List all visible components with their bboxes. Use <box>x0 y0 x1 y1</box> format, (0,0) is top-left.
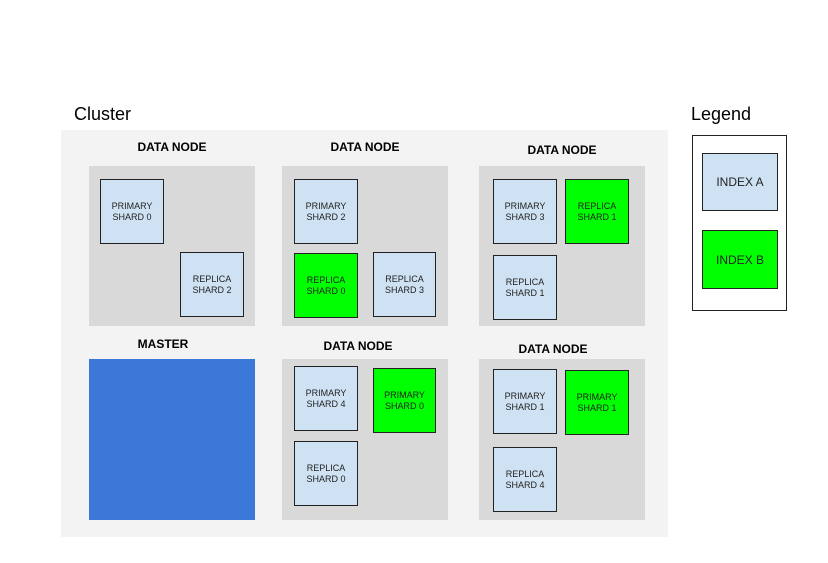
shard-box: PRIMARY SHARD 3 <box>493 179 557 244</box>
master-label: MASTER <box>137 337 189 351</box>
shard-box: PRIMARY SHARD 1 <box>565 370 629 435</box>
shard-label: REPLICA SHARD 3 <box>384 273 424 295</box>
cluster-title: Cluster <box>74 104 132 124</box>
node-label: DATA NODE <box>323 339 393 353</box>
shard-label: REPLICA SHARD 1 <box>577 200 617 222</box>
shard-label: PRIMARY SHARD 3 <box>504 200 546 222</box>
shard-box: REPLICA SHARD 1 <box>493 255 557 320</box>
node-label: DATA NODE <box>527 143 597 157</box>
shard-label: REPLICA SHARD 0 <box>306 462 346 484</box>
shard-box: PRIMARY SHARD 0 <box>373 368 436 433</box>
shard-label: PRIMARY SHARD 0 <box>111 200 153 222</box>
shard-label: REPLICA SHARD 0 <box>306 274 346 296</box>
shard-label: PRIMARY SHARD 1 <box>576 391 618 413</box>
shard-box: REPLICA SHARD 4 <box>493 447 557 512</box>
shard-box: PRIMARY SHARD 4 <box>294 366 358 431</box>
legend-item-index-a: INDEX A <box>702 153 778 211</box>
master-node <box>89 359 255 520</box>
shard-box: REPLICA SHARD 2 <box>180 252 244 317</box>
node-label: DATA NODE <box>518 342 588 356</box>
legend-item-index-b: INDEX B <box>702 230 778 289</box>
shard-box: REPLICA SHARD 3 <box>373 252 436 317</box>
shard-label: REPLICA SHARD 4 <box>505 468 545 490</box>
shard-box: PRIMARY SHARD 2 <box>294 179 358 244</box>
shard-label: PRIMARY SHARD 4 <box>305 387 347 409</box>
shard-box: PRIMARY SHARD 0 <box>100 179 164 244</box>
shard-box: REPLICA SHARD 0 <box>294 253 358 318</box>
legend-title: Legend <box>691 104 752 124</box>
legend-item-label: INDEX A <box>716 175 764 189</box>
node-label: DATA NODE <box>330 140 400 154</box>
shard-label: PRIMARY SHARD 2 <box>305 200 347 222</box>
shard-label: PRIMARY SHARD 1 <box>504 390 546 412</box>
node-label: DATA NODE <box>137 140 207 154</box>
legend-item-label: INDEX B <box>715 252 764 267</box>
shard-label: REPLICA SHARD 1 <box>505 276 545 298</box>
shard-box: REPLICA SHARD 0 <box>294 441 358 506</box>
shard-label: PRIMARY SHARD 0 <box>384 389 425 411</box>
shard-label: REPLICA SHARD 2 <box>192 273 232 295</box>
shard-box: REPLICA SHARD 1 <box>565 179 629 244</box>
shard-box: PRIMARY SHARD 1 <box>493 369 557 434</box>
